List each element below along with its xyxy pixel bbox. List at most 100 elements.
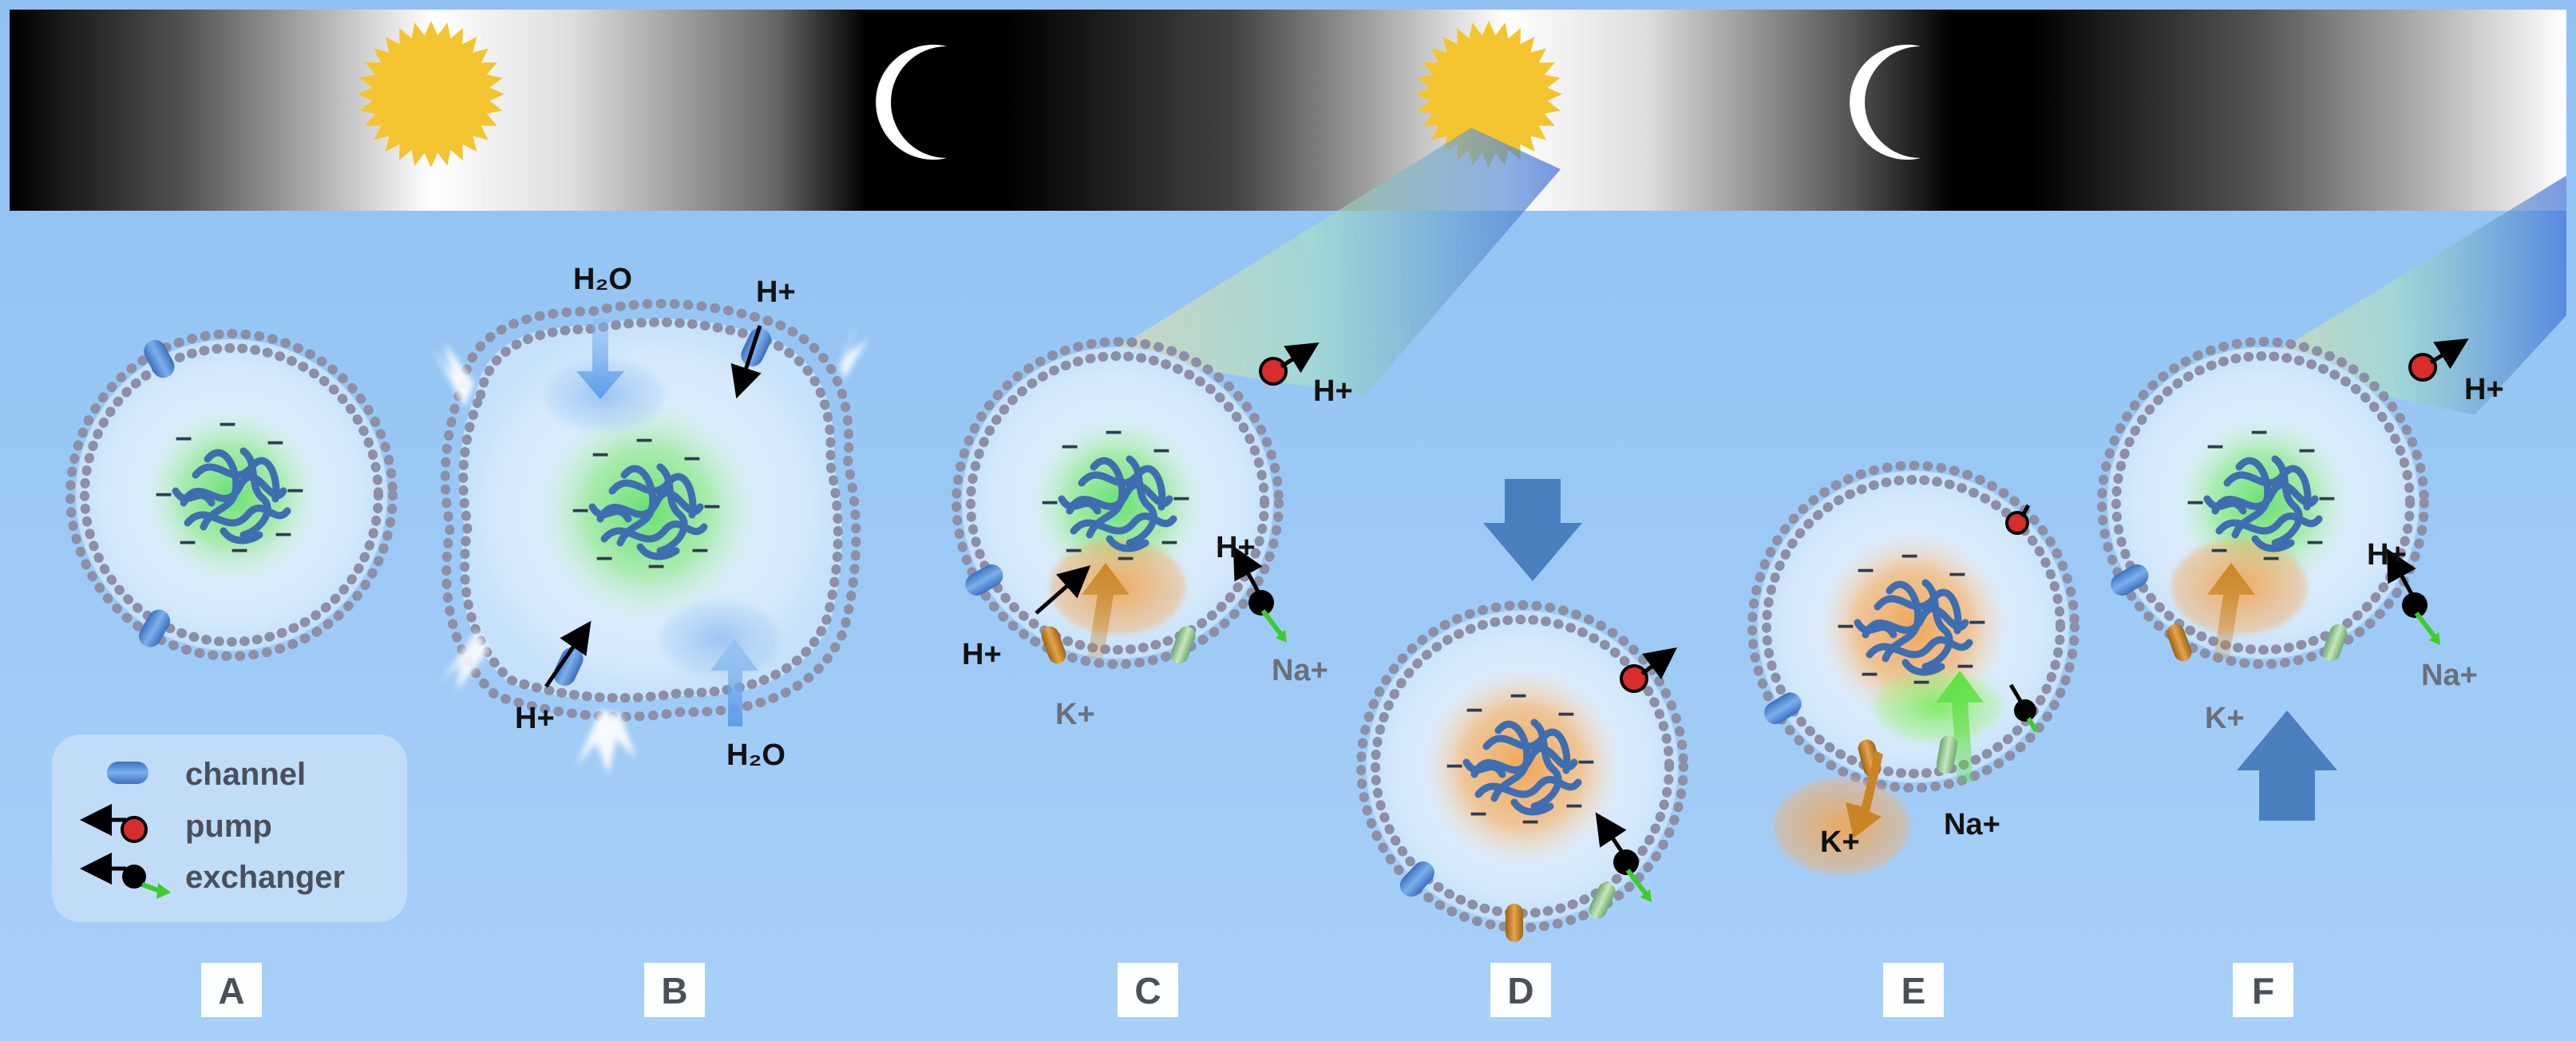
membrane-outer bbox=[2097, 337, 2429, 669]
exchanger-icon bbox=[1595, 812, 1652, 902]
h-plus-label: H+ bbox=[2464, 373, 2504, 406]
negative-charges: –––––––– bbox=[2186, 414, 2335, 574]
pump-icon bbox=[2005, 504, 2031, 535]
channel-icon bbox=[107, 762, 148, 784]
svg-text:E: E bbox=[1901, 970, 1926, 1011]
svg-text:–: – bbox=[1837, 608, 1854, 642]
shrink-arrow-down bbox=[1483, 479, 1582, 581]
svg-text:–: – bbox=[1153, 433, 1169, 466]
h-plus-label: H+ bbox=[962, 638, 1002, 671]
svg-text:–: – bbox=[2298, 433, 2315, 466]
svg-text:–: – bbox=[1105, 414, 1122, 448]
membrane-inner bbox=[80, 343, 383, 647]
membrane-outer bbox=[440, 299, 861, 722]
water-inflow-arrow bbox=[576, 319, 624, 399]
legend-exchanger-label: exchanger bbox=[185, 860, 345, 895]
h-plus-label: H+ bbox=[1313, 374, 1353, 408]
svg-text:B: B bbox=[661, 970, 687, 1011]
svg-text:F: F bbox=[2252, 970, 2274, 1011]
svg-text:–: – bbox=[1466, 692, 1482, 726]
potassium-channel-icon bbox=[1506, 904, 1523, 942]
na-plus-label: Na+ bbox=[1272, 654, 1328, 687]
svg-text:–: – bbox=[155, 477, 172, 510]
channel-icon bbox=[553, 647, 584, 686]
cell-b: –––––––– bbox=[433, 299, 868, 774]
svg-text:–: – bbox=[2262, 540, 2279, 574]
water-inflow-arrow bbox=[710, 639, 758, 726]
svg-text:–: – bbox=[596, 540, 612, 574]
svg-text:–: – bbox=[2306, 524, 2323, 558]
chromatin bbox=[588, 463, 708, 560]
svg-text:–: – bbox=[1577, 744, 1594, 778]
svg-text:–: – bbox=[1857, 552, 1874, 586]
swelling-burst bbox=[840, 319, 868, 379]
chromatin bbox=[1854, 579, 1973, 676]
potassium-inflow-arrow bbox=[1082, 563, 1130, 659]
svg-text:A: A bbox=[218, 970, 244, 1011]
k-plus-label: K+ bbox=[1820, 825, 1860, 859]
water-blob bbox=[660, 600, 780, 677]
exchanger-icon bbox=[2008, 683, 2039, 733]
exchanger-icon bbox=[80, 853, 171, 899]
na-plus-label: Na+ bbox=[2421, 659, 2478, 692]
ion-labels: H₂O H+ H+ H₂O H+ H+ H+ K+ Na+ K+ Na+ H+ … bbox=[515, 263, 2504, 859]
crescent-moon-icon bbox=[876, 45, 947, 160]
h-plus-label: H+ bbox=[756, 275, 796, 309]
svg-text:–: – bbox=[275, 517, 291, 550]
svg-text:–: – bbox=[219, 406, 235, 440]
svg-text:–: – bbox=[1510, 678, 1526, 711]
membrane-outer bbox=[952, 337, 1284, 669]
exchanger-icon bbox=[1233, 545, 1287, 643]
chromatin bbox=[1462, 718, 1582, 816]
svg-text:–: – bbox=[2318, 481, 2335, 514]
legend-pump-label: pump bbox=[185, 809, 272, 844]
h2o-label: H₂O bbox=[726, 738, 785, 772]
cell-d: –––––––– bbox=[1356, 600, 1688, 942]
k-plus-label: K+ bbox=[2205, 702, 2245, 735]
h2o-label: H₂O bbox=[573, 263, 632, 296]
sodium-channel-icon bbox=[1936, 735, 1958, 774]
svg-text:–: – bbox=[179, 524, 196, 558]
potassium-channel-icon bbox=[2166, 623, 2192, 662]
membrane-outer bbox=[65, 329, 398, 661]
panel-label-d: D bbox=[1490, 963, 1551, 1017]
potassium-inflow-arrow bbox=[2207, 563, 2255, 659]
chromatin bbox=[1058, 455, 1177, 552]
svg-text:C: C bbox=[1134, 970, 1161, 1011]
sky-icons bbox=[358, 21, 1921, 168]
svg-text:D: D bbox=[1507, 970, 1533, 1011]
pump-icon bbox=[80, 804, 148, 843]
sodium-channel-icon bbox=[2322, 623, 2348, 662]
membrane-inner bbox=[966, 351, 1269, 655]
svg-text:–: – bbox=[703, 489, 720, 522]
svg-text:–: – bbox=[647, 548, 664, 582]
channel-icon bbox=[139, 609, 170, 647]
negative-charges: –––––––– bbox=[1837, 538, 1985, 698]
cell-c: –––––––– bbox=[952, 337, 1320, 669]
svg-text:–: – bbox=[572, 493, 588, 526]
cell-f: –––––––– bbox=[2097, 337, 2469, 669]
membrane-inner bbox=[1762, 475, 2065, 778]
channel-icon bbox=[2111, 564, 2149, 596]
svg-text:–: – bbox=[1861, 656, 1878, 690]
svg-text:–: – bbox=[1173, 481, 1189, 514]
sun-icon bbox=[358, 21, 505, 168]
sodium-inflow-arrow bbox=[1936, 671, 1984, 782]
svg-text:–: – bbox=[691, 532, 708, 566]
cell-a: –––––––– bbox=[65, 329, 398, 661]
svg-text:–: – bbox=[1470, 796, 1486, 829]
pump-icon bbox=[1259, 342, 1320, 386]
h-plus-label: H+ bbox=[515, 702, 555, 735]
chromatin bbox=[172, 447, 291, 544]
water-blob bbox=[544, 359, 664, 431]
legend-channel-label: channel bbox=[185, 757, 306, 792]
h-plus-label: H+ bbox=[2367, 538, 2407, 572]
sodium-channel-icon bbox=[1170, 626, 1196, 664]
svg-text:–: – bbox=[683, 441, 700, 474]
sodium-channel-icon bbox=[1589, 882, 1616, 919]
svg-text:–: – bbox=[592, 437, 608, 470]
membrane-outer bbox=[1747, 461, 2079, 793]
svg-text:–: – bbox=[1117, 540, 1134, 574]
svg-text:–: – bbox=[1565, 788, 1582, 821]
